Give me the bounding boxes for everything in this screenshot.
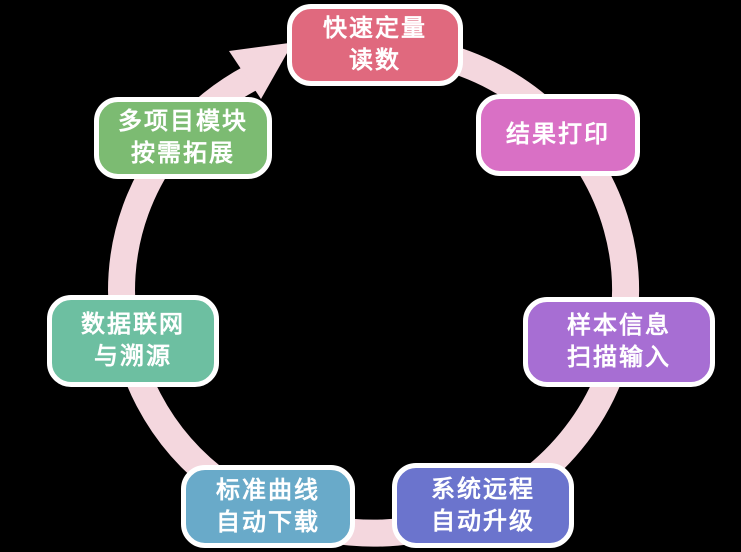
- cycle-node-standard-curve-auto-download: 标准曲线 自动下载: [181, 465, 355, 548]
- cycle-node-multi-project-module-expansion: 多项目模块 按需拓展: [94, 97, 272, 179]
- cycle-node-data-networking-traceability: 数据联网 与溯源: [47, 295, 219, 387]
- cycle-node-result-printing: 结果打印: [476, 94, 640, 176]
- cycle-node-system-remote-auto-upgrade: 系统远程 自动升级: [392, 463, 574, 548]
- cycle-arrowhead-icon: [229, 42, 293, 99]
- cycle-node-fast-quantitative-reading: 快速定量 读数: [287, 4, 463, 86]
- cycle-node-sample-info-scan-input: 样本信息 扫描输入: [523, 297, 715, 387]
